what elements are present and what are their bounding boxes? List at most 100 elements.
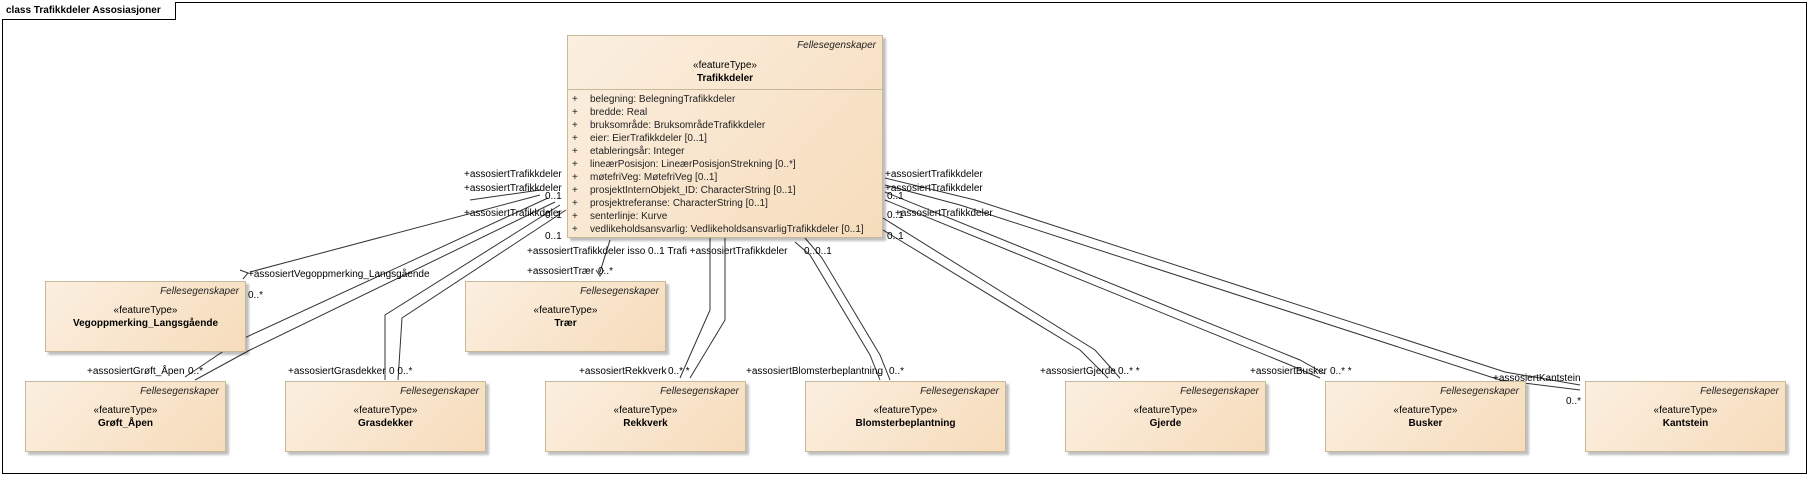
stereotype-label: «featureType» (1653, 405, 1718, 416)
visibility-marker: + (572, 94, 578, 105)
attribute-row: +prosjektInternObjekt_ID: CharacterStrin… (572, 184, 864, 197)
class-kantstein[interactable]: Fellesegenskaper «featureType» Kantstein (1585, 381, 1786, 452)
attribute-row: + bredde: Real (572, 106, 864, 119)
visibility-marker: + (572, 211, 578, 222)
stereotype-label: «featureType» (1393, 405, 1458, 416)
attribute-text: eier: EierTrafikkdeler [0..1] (590, 133, 707, 144)
assoc-line-rekkverk (679, 238, 711, 379)
assoc-line-blomster-b (804, 237, 891, 381)
visibility-marker: + (572, 133, 578, 144)
stereotype-label: «featureType» (533, 305, 598, 316)
class-blomster[interactable]: Fellesegenskaper «featureType» Blomsterb… (805, 381, 1006, 452)
multiplicity-label: 0..* * (1118, 366, 1140, 377)
compartment-separator (568, 89, 882, 90)
role-label: +assosiertRekkverk (579, 366, 667, 377)
multiplicity-label: 0..1 (887, 231, 904, 242)
assoc-line-traer (599, 239, 611, 273)
visibility-marker: + (572, 107, 578, 118)
class-name: Grasdekker (357, 418, 414, 429)
class-name: Trafikkdeler (696, 73, 754, 84)
attribute-row: + prosjektreferanse: CharacterString [0..… (572, 197, 864, 210)
class-gras[interactable]: Fellesegenskaper «featureType» Grasdekke… (285, 381, 486, 452)
stereotype-label: «featureType» (1133, 405, 1198, 416)
class-vegoppmerking[interactable]: Fellesegenskaper «featureType» Vegoppmer… (45, 281, 246, 352)
stereotype-label: «featureType» (113, 305, 178, 316)
role-label: +assosiertKantstein (1493, 373, 1581, 384)
multiplicity-label: 0..* (248, 290, 264, 301)
attribute-text: bredde: Real (590, 107, 648, 118)
attribute-text: prosjektreferanse: CharacterString [0..1… (590, 198, 768, 209)
assoc-line-gras-b (397, 209, 567, 381)
role-label: +assosiertGrøft_Åpen (87, 366, 185, 377)
multiplicity-label: 0..* (188, 366, 204, 377)
multiplicity-label: 0..* * (1330, 366, 1352, 377)
attribute-row: + bruksområde: BruksområdeTrafikkdeler (572, 119, 864, 132)
class-name: Busker (1408, 418, 1443, 429)
assoc-line-busker-b (884, 191, 1326, 375)
role-label: +assosiertBlomsterbeplantning (746, 366, 884, 377)
class-name: Vegoppmerking_Langsgående (72, 318, 219, 329)
visibility-marker: + (572, 120, 578, 131)
package-label: Fellesegenskaper (797, 40, 876, 51)
assoc-line-gjerde-b (882, 217, 1121, 379)
class-traer[interactable]: Fellesegenskaper «featureType» Trær (465, 281, 666, 352)
frame-title: class Trafikkdeler Assosiasjoner (2, 2, 176, 20)
assoc-line-rekkverk-b (689, 238, 726, 379)
attribute-text: vedlikeholdsansvarlig: Vedlikeholdsansva… (590, 224, 864, 235)
visibility-marker: + (572, 224, 578, 235)
package-label: Fellesegenskaper (140, 386, 219, 397)
assoc-line-busker (884, 199, 1321, 379)
multiplicity-label: 0..1 (545, 191, 562, 202)
class-trafikkdeler[interactable]: Fellesegenskaper «featureType» Trafikkde… (567, 35, 883, 238)
role-label: +assosiertTrafikkdeler isso 0..1 Trafi +… (527, 246, 788, 257)
attribute-text: senterlinje: Kurve (590, 211, 668, 222)
attribute-list: +belegning: BelegningTrafikkdeler+bredde… (572, 93, 864, 236)
role-label: +assosiertVegoppmerking_Langsgående (248, 269, 430, 280)
assoc-line-gjerde (882, 229, 1109, 379)
class-name: Grøft_Åpen (98, 418, 153, 429)
visibility-marker: + (572, 198, 578, 209)
multiplicity-label: 0..* (598, 266, 614, 277)
class-name: Trær (554, 318, 577, 329)
assoc-line-gras (384, 204, 561, 380)
stereotype-label: «featureType» (93, 405, 158, 416)
class-gjerde[interactable]: Fellesegenskaper «featureType» Gjerde (1065, 381, 1266, 452)
role-label: +assosiertGrasdekker (288, 366, 386, 377)
multiplicity-label: 0..1 (887, 210, 904, 221)
attribute-row: +møtefriVeg: MøtefriVeg [0..1] (572, 171, 864, 184)
class-name: Gjerde (1149, 418, 1182, 429)
package-label: Fellesegenskaper (660, 386, 739, 397)
class-name: Rekkverk (623, 418, 668, 429)
multiplicity-label: 0 0..* (389, 366, 413, 377)
role-label: +assosiertTrær (527, 266, 595, 277)
stereotype-label: «featureType» (613, 405, 678, 416)
package-label: Fellesegenskaper (1180, 386, 1259, 397)
role-label: +assosiertGjerde (1040, 366, 1116, 377)
visibility-marker: + (572, 146, 578, 157)
attribute-row: + vedlikeholdsansvarlig: Vedlikeholdsansv… (572, 223, 864, 236)
role-label: +assosiertTrafikkdeler (464, 208, 562, 219)
class-groft[interactable]: Fellesegenskaper «featureType» Grøft_Åpe… (25, 381, 226, 452)
role-label: +assosiertBusker (1250, 366, 1327, 377)
stereotype-label: «featureType» (353, 405, 418, 416)
role-label: +assosiertTrafikkdeler (464, 169, 562, 180)
attribute-text: bruksområde: BruksområdeTrafikkdeler (590, 120, 766, 131)
assoc-line-blomster (794, 241, 881, 381)
package-label: Fellesegenskaper (920, 386, 999, 397)
class-busker[interactable]: Fellesegenskaper «featureType» Busker (1325, 381, 1526, 452)
package-label: Fellesegenskaper (400, 386, 479, 397)
stereotype-label: «featureType» (693, 60, 757, 71)
package-label: Fellesegenskaper (580, 286, 659, 297)
package-label: Fellesegenskaper (1440, 386, 1519, 397)
visibility-marker: + (572, 185, 578, 196)
role-label: +assosiertTrafikkdeler (885, 169, 983, 180)
assoc-line-kantstein (884, 184, 1581, 391)
class-rekkverk[interactable]: Fellesegenskaper «featureType» Rekkverk (545, 381, 746, 452)
multiplicity-label: 0..* * (668, 366, 690, 377)
role-label: +assosiertTrafikkdeler (895, 208, 993, 219)
multiplicity-label: 0..1 (545, 231, 562, 242)
multiplicity-label: 0..* (889, 366, 905, 377)
class-name: Blomsterbeplantning (855, 418, 956, 429)
